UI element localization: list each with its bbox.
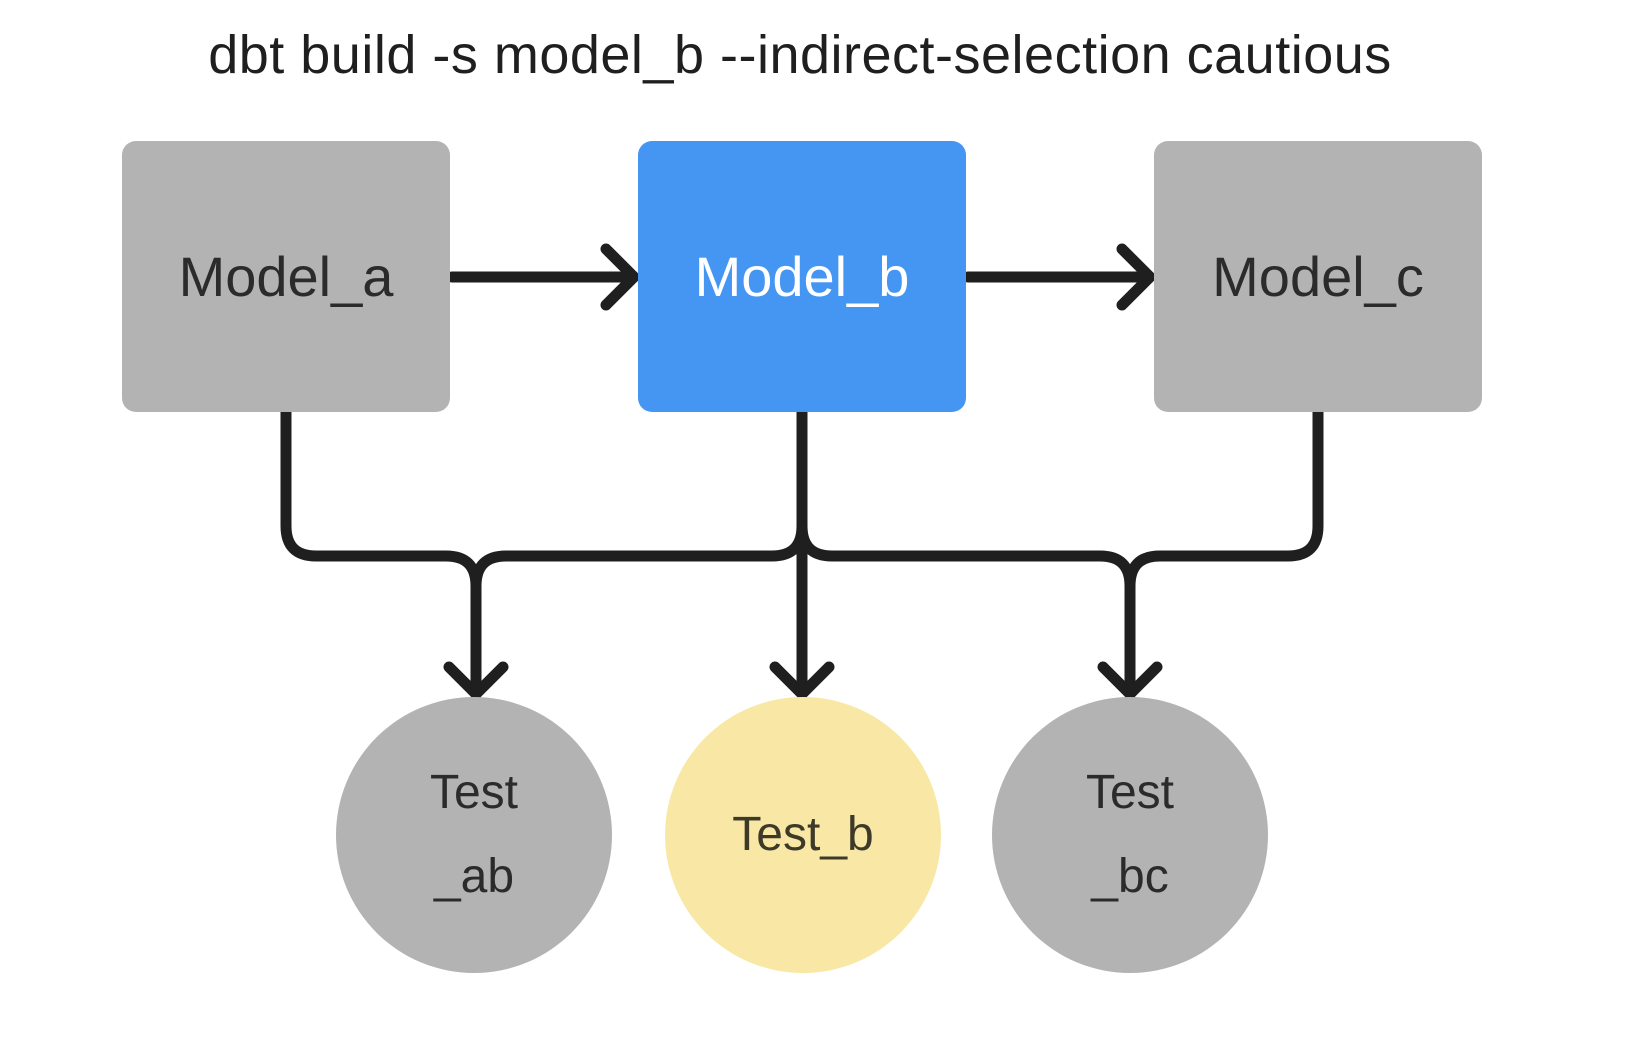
node-model-a: Model_a — [122, 141, 450, 412]
node-test-bc: Test _bc — [992, 697, 1268, 973]
edge-model-c-to-test-bc — [1124, 406, 1324, 592]
edge-model-a-to-test-ab — [280, 406, 482, 698]
edge-model-b-to-test-bc — [796, 520, 1136, 698]
edge-model-b-to-test-ab — [470, 406, 808, 592]
arrowhead-test-ab — [443, 661, 509, 700]
node-test-b: Test_b — [665, 697, 941, 973]
node-model-c-label: Model_c — [1212, 245, 1424, 308]
node-test-bc-line1: Test — [1085, 766, 1175, 820]
node-model-b-label: Model_b — [694, 245, 910, 308]
diagram-title: dbt build -s model_b --indirect-selectio… — [208, 25, 1392, 85]
node-test-bc-line2: _bc — [1091, 850, 1169, 903]
node-test-ab: Test _ab — [336, 697, 612, 973]
node-model-b: Model_b — [638, 141, 966, 412]
edge-model-b-to-model-c — [962, 243, 1156, 311]
node-model-c: Model_c — [1154, 141, 1482, 412]
node-model-a-label: Model_a — [178, 245, 394, 308]
node-test-ab-line2: _ab — [433, 850, 515, 903]
edge-model-a-to-model-b — [446, 243, 640, 311]
node-test-b-label: Test_b — [732, 808, 874, 862]
node-test-ab-label: Test _ab — [430, 751, 518, 918]
arrowhead-test-b — [769, 661, 835, 700]
node-test-ab-line1: Test — [429, 766, 519, 820]
node-test-bc-label: Test _bc — [1086, 751, 1174, 918]
arrowhead-test-bc — [1097, 661, 1163, 700]
